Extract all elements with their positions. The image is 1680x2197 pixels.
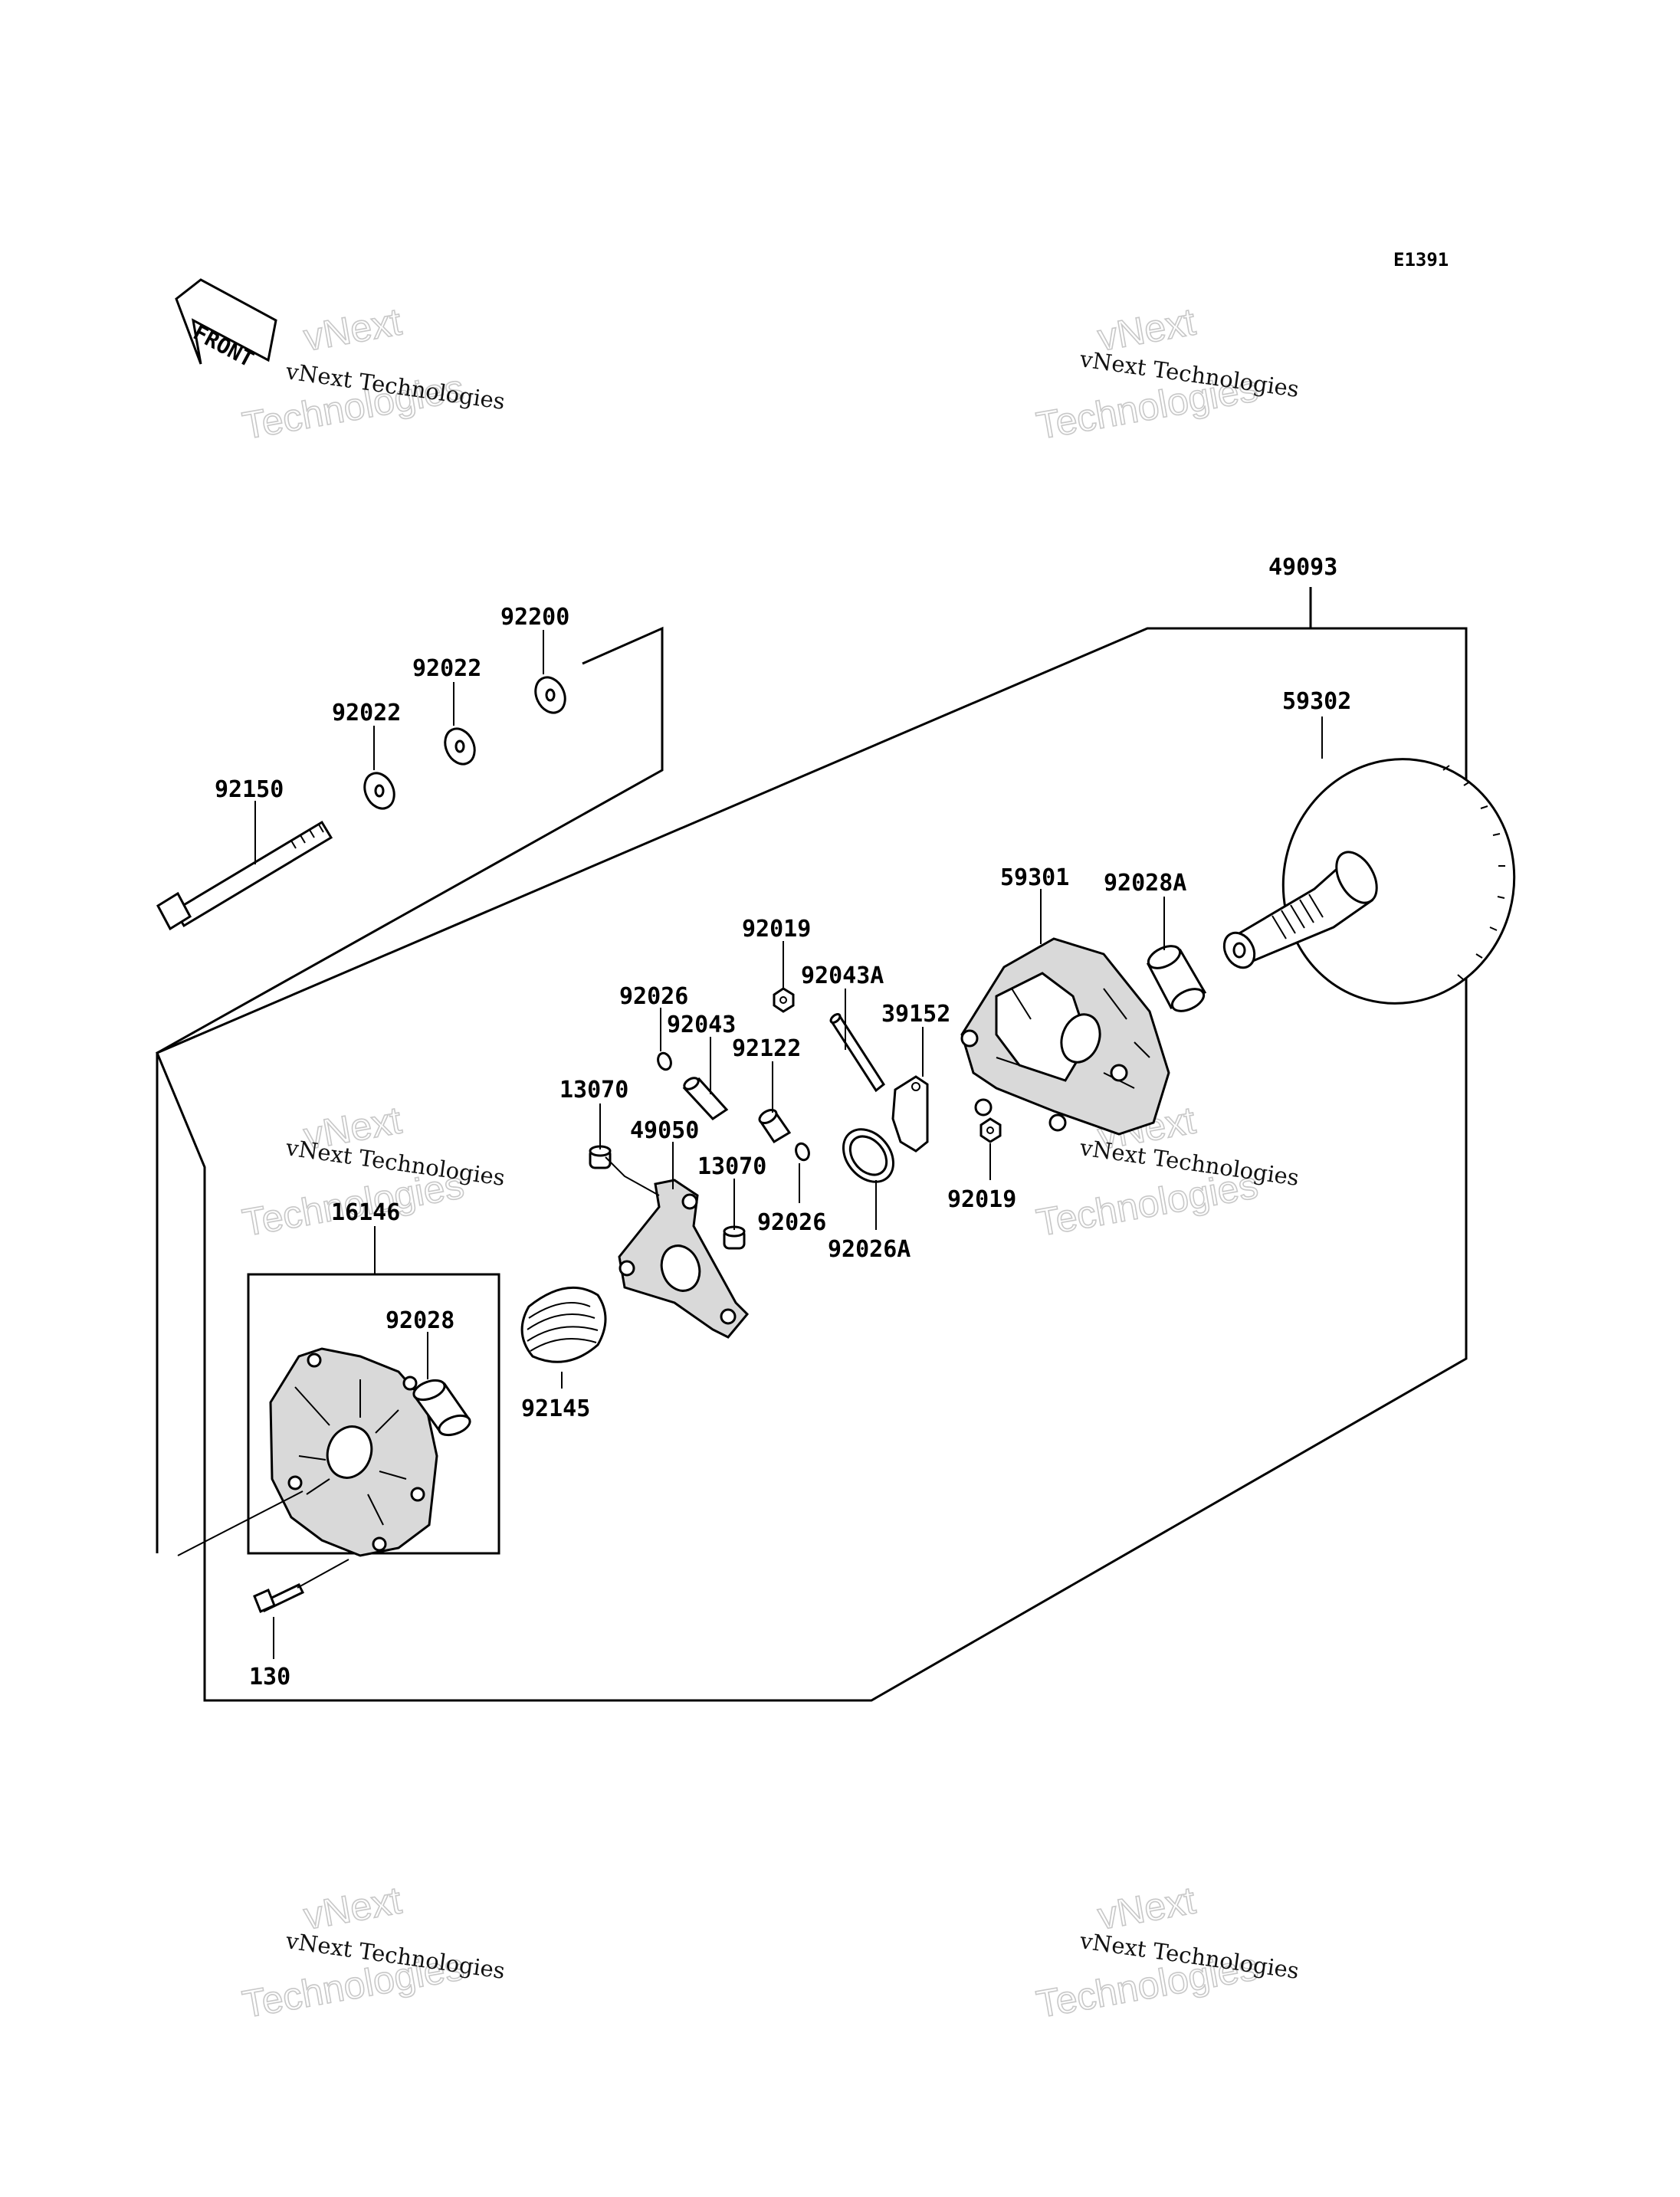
label-92019-a: 92019 — [742, 916, 811, 943]
label-39152: 39152 — [881, 1001, 950, 1028]
svg-text:vNext: vNext — [1094, 1878, 1199, 1937]
label-92150: 92150 — [215, 776, 284, 803]
label-59302: 59302 — [1282, 688, 1351, 715]
part-nut-92019-a — [773, 987, 795, 1013]
label-92043: 92043 — [667, 1012, 736, 1038]
label-92122: 92122 — [732, 1035, 801, 1062]
part-pin-92043A — [829, 1013, 885, 1093]
part-ring-92026A — [842, 1128, 895, 1183]
label-16146: 16146 — [331, 1199, 400, 1226]
label-92026-a: 92026 — [619, 983, 688, 1010]
part-roller-92122 — [758, 1108, 792, 1144]
label-13070-b: 13070 — [697, 1153, 766, 1180]
part-washer-92026-a — [657, 1051, 672, 1071]
part-bolt-130 — [253, 1583, 305, 1614]
label-92022-b: 92022 — [412, 655, 481, 682]
watermark-bottom-right: vNext Technologies vNext Technologies — [1032, 1878, 1301, 2027]
part-bushing-92028 — [412, 1379, 471, 1437]
part-cover-16146 — [269, 1347, 438, 1557]
front-arrow-icon: FRONT — [175, 278, 277, 372]
part-washer-92022-b — [444, 727, 476, 766]
part-pin-92043 — [682, 1077, 729, 1120]
label-92019-b: 92019 — [947, 1186, 1016, 1213]
label-92028: 92028 — [386, 1307, 454, 1334]
label-59301: 59301 — [1000, 864, 1069, 891]
label-92022-a: 92022 — [332, 700, 401, 726]
watermark-mid-right: vNext Technologies vNext Technologies — [1032, 1098, 1301, 1245]
part-spring-92145 — [520, 1286, 607, 1363]
frame-assembly-49093 — [156, 627, 1468, 1702]
part-weight-39152 — [891, 1075, 929, 1153]
part-roller-13070-b — [723, 1225, 746, 1250]
part-bushing-92028A — [1146, 945, 1207, 1012]
label-49050: 49050 — [630, 1117, 699, 1144]
label-92026A: 92026A — [828, 1236, 911, 1263]
svg-text:vNext: vNext — [300, 300, 405, 359]
frame-bolt-group — [156, 626, 664, 1054]
svg-text:vNext: vNext — [300, 1878, 405, 1937]
label-130: 130 — [249, 1664, 290, 1690]
label-92026-b: 92026 — [757, 1209, 826, 1236]
watermark-top-right: vNext Technologies vNext Technologies — [1032, 300, 1301, 448]
part-roller-13070-a — [589, 1145, 612, 1169]
label-92200: 92200 — [500, 604, 569, 631]
label-13070-a: 13070 — [559, 1077, 628, 1103]
label-49093: 49093 — [1268, 554, 1337, 581]
part-movable-sheave-59301 — [960, 937, 1170, 1136]
label-92028A: 92028A — [1104, 870, 1186, 897]
watermark-top-left: vNext Technologies vNext Technologies — [238, 300, 507, 448]
part-bolt-92150 — [156, 820, 333, 931]
label-92043A: 92043A — [801, 962, 884, 989]
diagram-code: E1391 — [1393, 249, 1449, 271]
part-washer-92026-b — [795, 1142, 810, 1162]
part-washer-92022-a — [363, 772, 395, 810]
part-fixed-sheave-59302 — [1222, 758, 1516, 1005]
part-washer-92200 — [534, 676, 566, 714]
watermark-bottom-left: vNext Technologies vNext Technologies — [238, 1878, 507, 2027]
label-92145: 92145 — [521, 1395, 590, 1422]
part-spider-49050 — [618, 1179, 750, 1339]
part-nut-92019-b — [979, 1117, 1002, 1143]
